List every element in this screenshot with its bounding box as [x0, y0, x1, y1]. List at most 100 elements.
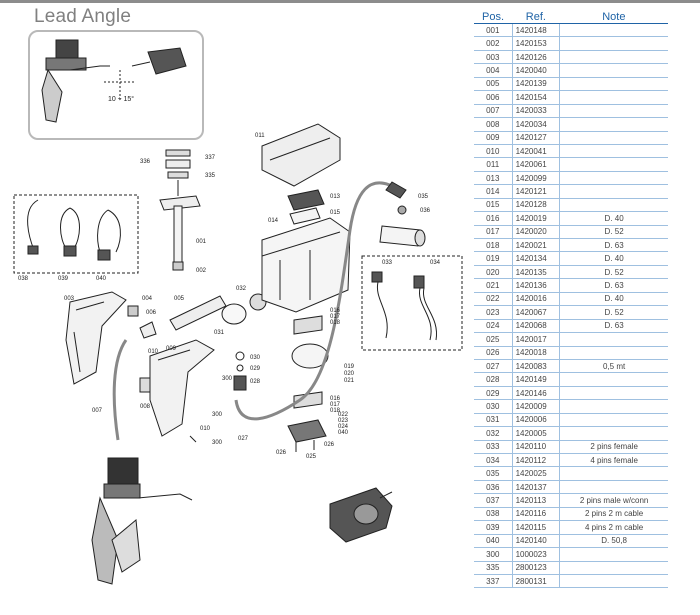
handle-009	[149, 339, 215, 437]
cell-note: D. 63	[559, 278, 668, 293]
cell-ref: 1420139	[512, 77, 561, 92]
cell-pos: 010	[474, 144, 513, 159]
cell-note	[559, 346, 668, 360]
cell-ref: 1420068	[512, 319, 561, 334]
callout-037: 038	[18, 276, 29, 282]
cell-ref: 1420016	[512, 292, 561, 307]
callout-022: 022	[338, 412, 349, 418]
cell-note	[559, 184, 668, 199]
callout-015: 015	[330, 210, 341, 216]
cell-ref: 1420113	[512, 493, 561, 508]
cell-ref: 1420061	[512, 157, 561, 172]
callout-025: 025	[306, 454, 317, 460]
cell-note: D. 40	[559, 292, 668, 307]
cell-note: 4 pins 2 m cable	[559, 520, 668, 535]
header-note: Note	[559, 10, 668, 24]
callout-337: 337	[205, 155, 216, 161]
callout-010: 010	[148, 349, 159, 355]
cell-ref: 1420034	[512, 117, 561, 132]
cell-pos: 004	[474, 63, 513, 78]
connector-set-033-034	[371, 271, 438, 341]
cell-note	[559, 426, 668, 441]
callout-300c: 300	[212, 440, 223, 446]
callout-002: 002	[196, 268, 207, 274]
cell-note	[559, 23, 668, 38]
lead-angle-label: 10 ÷ 15°	[108, 96, 135, 103]
cell-ref: 1420067	[512, 305, 561, 320]
callout-034: 034	[430, 260, 441, 266]
callout-039: 040	[96, 276, 107, 282]
cell-pos: 033	[474, 440, 513, 455]
cell-note	[559, 561, 668, 575]
cell-ref: 1420020	[512, 225, 561, 240]
cell-note: 0,5 mt	[559, 359, 668, 374]
callout-011: 011	[255, 133, 265, 139]
cell-pos: 035	[474, 466, 513, 481]
parts-table-header: Pos. Ref. Note	[474, 10, 668, 24]
handle-003	[65, 291, 127, 385]
cell-pos: 036	[474, 480, 513, 495]
cell-ref: 1420041	[512, 144, 561, 159]
cell-ref: 1420136	[512, 278, 561, 293]
cell-ref: 1420140	[512, 534, 561, 549]
cell-pos: 001	[474, 23, 513, 38]
cell-ref: 2800131	[512, 574, 561, 589]
cell-ref: 1420099	[512, 171, 561, 186]
cell-pos: 019	[474, 251, 513, 266]
page-title: Lead Angle	[34, 6, 132, 27]
callout-300a: 300	[212, 412, 223, 418]
cell-note	[559, 131, 668, 145]
callout-018: 018	[330, 320, 341, 326]
cell-ref: 1000023	[512, 547, 561, 562]
cell-note	[559, 77, 668, 92]
cell-ref: 1420018	[512, 346, 561, 360]
cell-note: D. 52	[559, 305, 668, 320]
cell-pos: 007	[474, 104, 513, 119]
cell-pos: 014	[474, 184, 513, 199]
cell-pos: 006	[474, 90, 513, 105]
callout-036: 036	[420, 208, 431, 214]
cell-pos: 039	[474, 520, 513, 535]
cell-pos: 021	[474, 278, 513, 293]
callout-023: 023	[338, 418, 349, 424]
cell-note	[559, 104, 668, 119]
callout-017b: 017	[330, 402, 341, 408]
cell-pos: 018	[474, 238, 513, 253]
cell-note: 2 pins 2 m cable	[559, 507, 668, 522]
cell-pos: 032	[474, 426, 513, 441]
cell-note	[559, 547, 668, 562]
cell-ref: 1420112	[512, 453, 561, 468]
callout-017: 017	[330, 314, 341, 320]
callout-336: 336	[140, 159, 151, 165]
cell-note	[559, 386, 668, 401]
cell-ref: 1420134	[512, 251, 561, 266]
cell-note: D. 52	[559, 265, 668, 280]
gun-body-015	[261, 217, 351, 313]
callout-026b: 026	[324, 442, 335, 448]
cell-note: 2 pins male w/conn	[559, 493, 668, 508]
cell-pos: 030	[474, 399, 513, 414]
cell-note	[559, 63, 668, 78]
callout-335: 335	[205, 173, 216, 179]
header-pos: Pos.	[474, 10, 513, 24]
callout-003: 003	[64, 296, 75, 302]
